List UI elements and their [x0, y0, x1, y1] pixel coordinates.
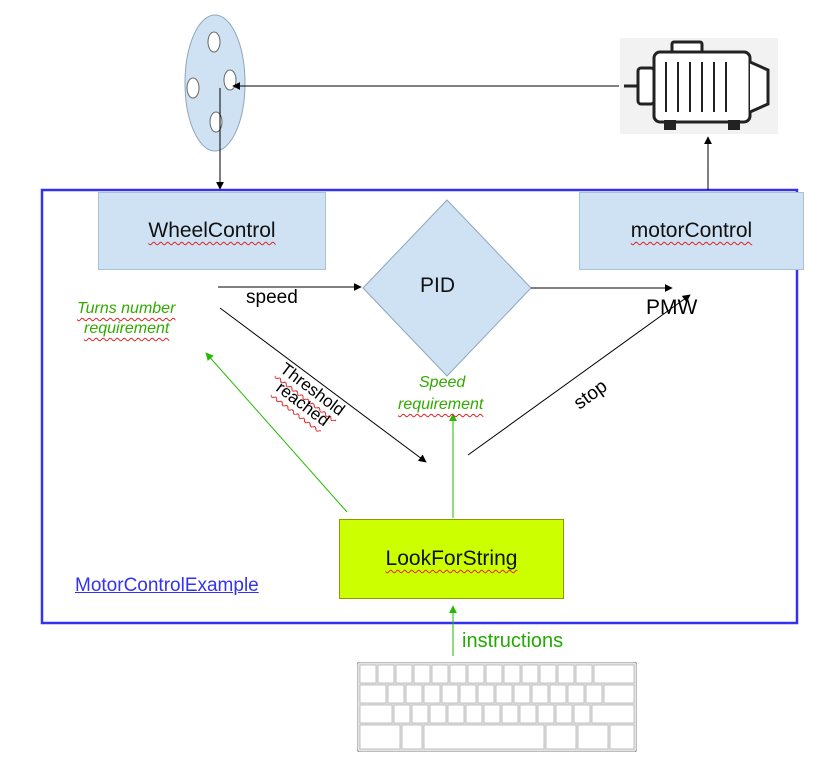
module-name: MotorControlExample: [75, 575, 259, 596]
arrow-threshold-reached: [219, 307, 427, 463]
speed-requirement-line2: requirement: [398, 396, 484, 413]
module-frame: [40, 188, 799, 625]
arrow-turns-requirement: [205, 352, 348, 513]
instructions-label: instructions: [462, 630, 564, 652]
pid-block[interactable]: [362, 199, 532, 377]
turns-requirement-label: requirement: [84, 320, 170, 337]
speed-label: speed: [246, 287, 298, 308]
look-for-string-label: LookForString: [385, 547, 518, 570]
arrow-stop: [467, 294, 691, 456]
wheel-control-block[interactable]: WheelControl: [98, 192, 326, 270]
motor-control-label: motorControl: [630, 219, 753, 242]
keyboard-icon: [357, 662, 637, 752]
pid-label: PID: [420, 274, 456, 297]
wheel-control-label: WheelControl: [148, 219, 276, 242]
motor-control-block[interactable]: motorControl: [579, 192, 804, 270]
electric-motor-icon: [620, 38, 778, 134]
wheel-icon: [184, 14, 246, 152]
look-for-string-block[interactable]: LookForString: [339, 519, 564, 599]
turns-number-label: Turns number: [77, 300, 176, 317]
speed-requirement-line1: Speed: [419, 374, 466, 391]
pmw-label: PMW: [646, 296, 698, 319]
